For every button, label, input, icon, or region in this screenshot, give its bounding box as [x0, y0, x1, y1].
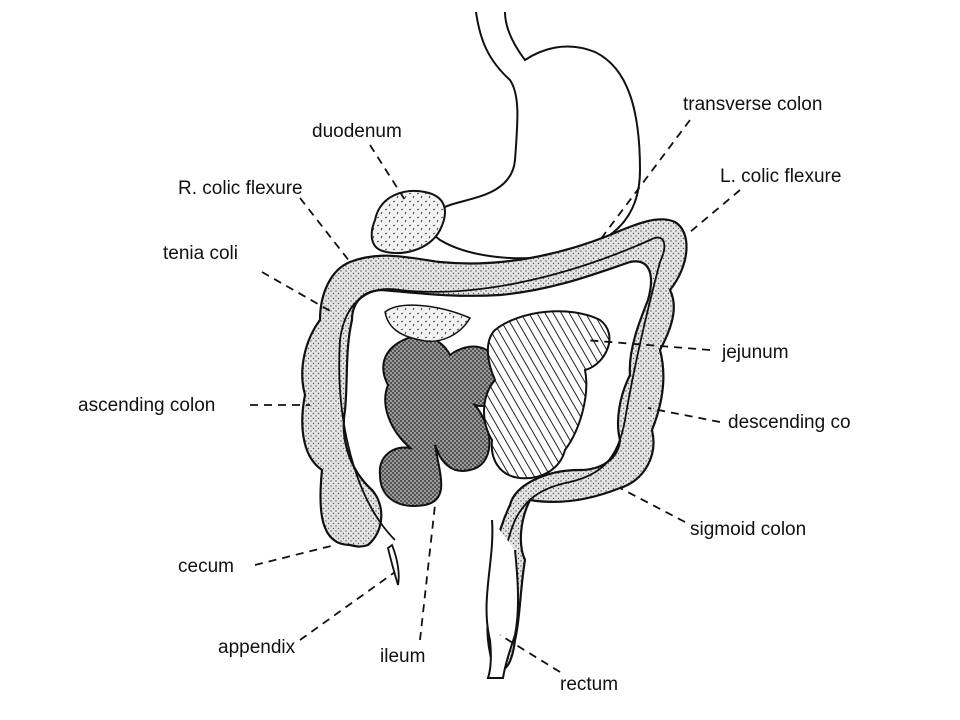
label-r-colic-flexure: R. colic flexure [178, 178, 303, 199]
label-cecum: cecum [178, 556, 234, 577]
tenia-coli-band [338, 236, 666, 591]
duodenum-segment [370, 190, 446, 255]
label-transverse-colon: transverse colon [683, 94, 822, 115]
leader-appendix [299, 571, 396, 641]
leader-jejunum [584, 339, 711, 351]
label-rectum: rectum [560, 674, 618, 695]
leader-descending-colon [647, 407, 721, 423]
label-duodenum: duodenum [312, 121, 402, 142]
appendix-segment [386, 543, 400, 586]
stomach [428, 11, 642, 260]
leader-r-colic-flexure [299, 197, 351, 263]
label-tenia-coli: tenia coli [163, 243, 238, 264]
leader-duodenum [369, 144, 406, 201]
leader-l-colic-flexure [689, 189, 741, 233]
label-l-colic-flexure: L. colic flexure [720, 166, 841, 187]
label-appendix: appendix [218, 637, 296, 658]
label-ileum: ileum [380, 646, 425, 667]
leader-cecum [254, 544, 336, 566]
rectum-segment [485, 519, 520, 679]
leader-transverse-colon [599, 119, 691, 241]
jejunum-loops [483, 310, 611, 480]
label-jejunum: jejunum [721, 342, 789, 363]
mesentery-patch [384, 304, 472, 342]
ileum-loops [378, 335, 502, 507]
leader-sigmoid-colon [619, 487, 686, 523]
label-descending-colon: descending co [728, 412, 851, 433]
label-sigmoid-colon: sigmoid colon [690, 519, 806, 540]
leader-ileum [419, 504, 436, 641]
label-ascending-colon: ascending colon [78, 395, 215, 416]
leader-lines [250, 119, 741, 673]
leader-rectum [499, 634, 561, 673]
